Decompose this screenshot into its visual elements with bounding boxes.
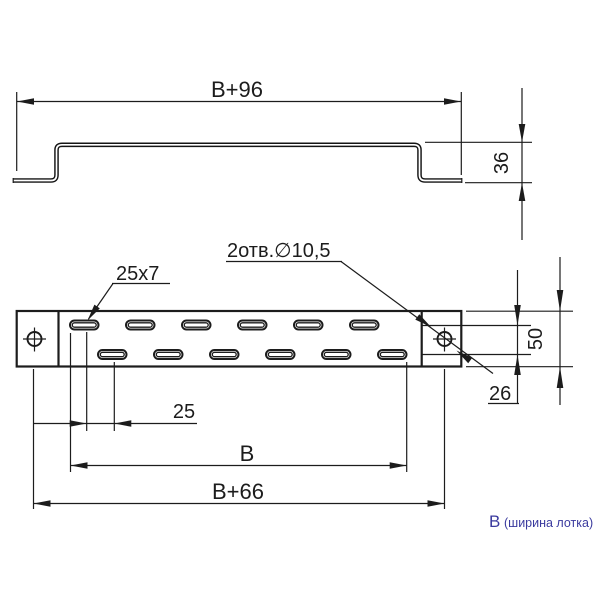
right-hole xyxy=(433,327,456,352)
arrowhead xyxy=(389,462,407,469)
note-symbol: В xyxy=(489,512,500,531)
dim-label-strip-width: 50 xyxy=(525,328,547,350)
dim-strip-width: 50 xyxy=(525,257,564,405)
dim-profile-height: 36 xyxy=(425,88,532,240)
dim-tray-width: B xyxy=(70,441,407,469)
profile-sheet-core xyxy=(13,143,462,182)
plate-outline xyxy=(15,309,463,368)
tray-width-note: В (ширина лотка) xyxy=(489,512,593,531)
dim-label-slot-size: 25x7 xyxy=(116,263,159,285)
profile-sheet-outline xyxy=(13,142,462,183)
dim-label-holes: 2отв.∅10,5 xyxy=(227,240,331,262)
arrowhead xyxy=(456,350,473,364)
arrowhead xyxy=(514,305,521,326)
plan-view xyxy=(15,309,463,368)
dim-label-slot-stagger: 25 xyxy=(173,401,195,423)
dim-total-length: B+96 xyxy=(16,77,462,175)
arrowhead xyxy=(518,124,526,143)
profile-view xyxy=(12,142,463,183)
left-hole xyxy=(23,327,46,352)
arrowhead xyxy=(556,290,564,312)
slot-row-bottom xyxy=(97,349,408,360)
arrowhead xyxy=(17,98,34,105)
arrowhead xyxy=(69,420,87,427)
arrowhead xyxy=(33,500,51,507)
dim-label-profile-height: 36 xyxy=(491,152,513,174)
callout-slot-size: 25x7 xyxy=(87,263,170,321)
slot-row-top xyxy=(69,319,380,331)
dim-row-spacing: 26 xyxy=(488,270,521,405)
arrowhead xyxy=(427,500,445,507)
dim-label-row-spacing: 26 xyxy=(489,383,511,405)
bottom-extension-lines xyxy=(32,332,446,509)
arrowhead xyxy=(518,182,526,201)
dim-hole-spacing: B+66 xyxy=(33,479,445,507)
dim-slot-stagger: 25 xyxy=(34,401,197,427)
arrowhead xyxy=(556,366,564,388)
dim-label-total-length: B+96 xyxy=(211,77,263,102)
arrowhead xyxy=(444,98,461,105)
dim-label-hole-spacing: B+66 xyxy=(212,479,264,504)
arrowhead xyxy=(70,462,88,469)
note-text: (ширина лотка) xyxy=(504,516,593,530)
arrowhead xyxy=(514,354,521,375)
arrowhead xyxy=(87,304,100,321)
dim-label-tray-width: B xyxy=(240,441,255,466)
arrowhead xyxy=(415,314,431,327)
arrowhead xyxy=(114,420,132,427)
